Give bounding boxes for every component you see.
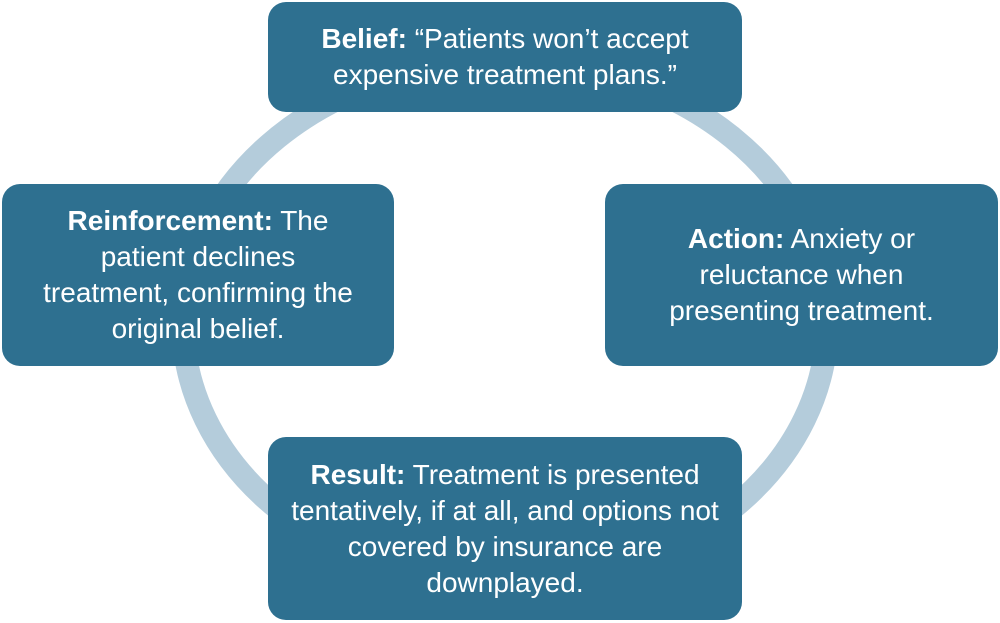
belief-heading: Belief:: [321, 23, 407, 54]
reinforcement-description: The patient declines treatment, confirmi…: [43, 205, 353, 344]
belief-box: Belief: “Patients won’t accept expensive…: [268, 2, 742, 112]
reinforcement-heading: Reinforcement:: [67, 205, 273, 236]
reinforcement-text: Reinforcement: The patient declines trea…: [42, 203, 354, 347]
result-box: Result: Treatment is presented tentative…: [268, 437, 742, 620]
result-heading: Result:: [310, 458, 406, 490]
reinforcement-box: Reinforcement: The patient declines trea…: [2, 184, 394, 366]
result-description: Treatment is presented tentatively, if a…: [291, 458, 719, 598]
result-text: Result: Treatment is presented tentative…: [288, 457, 722, 601]
action-box: Action: Anxiety or reluctance when prese…: [605, 184, 998, 366]
action-text: Action: Anxiety or reluctance when prese…: [635, 221, 968, 329]
belief-description: “Patients won’t accept expensive treatme…: [333, 23, 689, 90]
belief-text: Belief: “Patients won’t accept expensive…: [288, 21, 722, 93]
action-description: Anxiety or reluctance when presenting tr…: [669, 223, 934, 326]
action-heading: Action:: [687, 223, 785, 254]
